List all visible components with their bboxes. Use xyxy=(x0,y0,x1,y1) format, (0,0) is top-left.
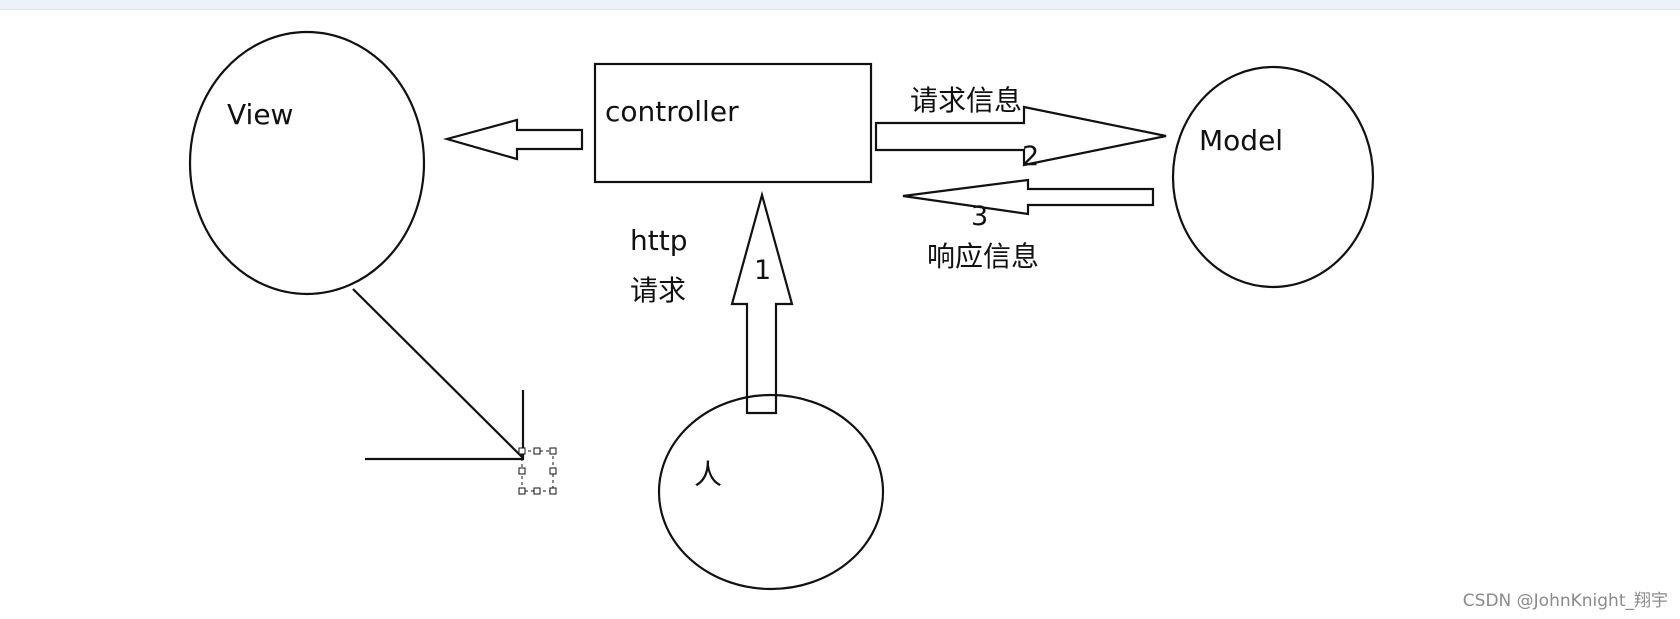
resize-handle[interactable] xyxy=(518,447,526,455)
model-label: Model xyxy=(1199,124,1284,157)
resize-handle[interactable] xyxy=(518,487,526,495)
step-1-label: 1 xyxy=(754,255,772,286)
arrow-response-to-controller[interactable] xyxy=(902,178,1155,216)
request-cn-label: 请求 xyxy=(630,274,687,307)
arrow-controller-to-view[interactable] xyxy=(442,118,584,161)
resize-handle[interactable] xyxy=(533,487,541,495)
http-label: http xyxy=(630,224,688,257)
step-3-label: 3 xyxy=(971,201,989,232)
step-2-label: 2 xyxy=(1022,141,1040,172)
resize-handle[interactable] xyxy=(518,467,526,475)
resize-handle[interactable] xyxy=(549,487,557,495)
view-ellipse[interactable] xyxy=(188,30,426,296)
resize-handle[interactable] xyxy=(533,447,541,455)
person-ellipse[interactable] xyxy=(657,393,885,591)
response-info-label: 响应信息 xyxy=(927,240,1040,273)
model-ellipse[interactable] xyxy=(1171,65,1375,289)
view-label: View xyxy=(227,98,294,131)
top-toolbar-strip xyxy=(0,0,1680,10)
resize-handle[interactable] xyxy=(549,447,557,455)
connector-line-diagonal[interactable] xyxy=(352,288,524,459)
request-info-label: 请求信息 xyxy=(910,84,1023,117)
csdn-watermark: CSDN @JohnKnight_翔宇 xyxy=(1462,591,1668,611)
arrow-person-to-controller[interactable] xyxy=(730,190,794,415)
resize-handle[interactable] xyxy=(549,467,557,475)
person-label: 人 xyxy=(694,458,723,491)
controller-box[interactable] xyxy=(593,62,873,184)
arrow-request-to-model[interactable] xyxy=(874,105,1167,167)
controller-label: controller xyxy=(605,95,739,128)
selection-handles[interactable] xyxy=(518,447,557,495)
